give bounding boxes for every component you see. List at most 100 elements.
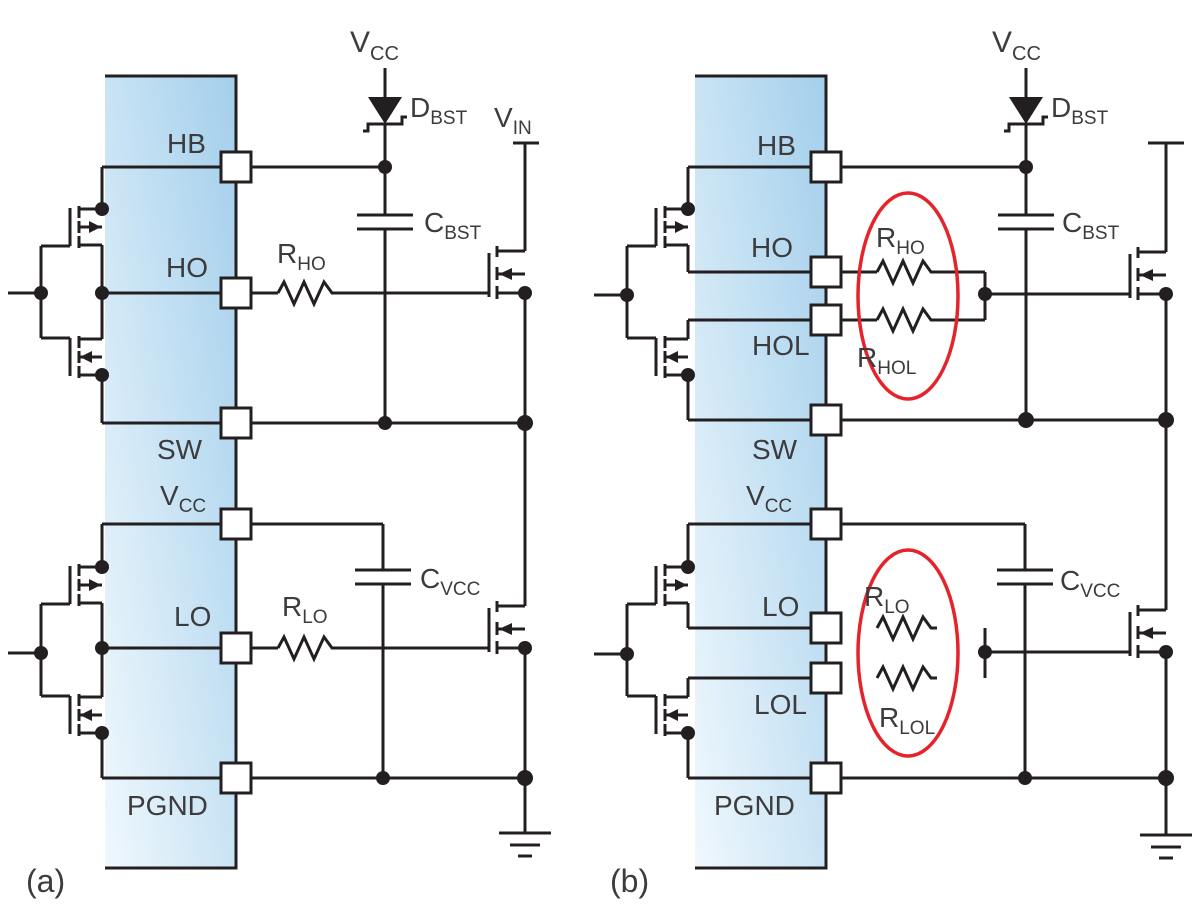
label-dbst-b: DBST	[1051, 92, 1109, 129]
internal-mosfet-high-top-a	[39, 204, 104, 250]
pin-box-pgnd-b	[809, 761, 843, 795]
internal-mosfet-high-bottom-a	[39, 334, 104, 380]
capacitor-cvcc-b	[995, 568, 1055, 586]
resistor-rlo-a	[276, 635, 340, 661]
resistor-rho-b	[875, 259, 939, 285]
pin-label-vcc-b: VCC	[746, 480, 792, 517]
pin-box-lo-a	[219, 631, 253, 665]
internal-mosfet-low-top-a	[39, 562, 104, 608]
label-cvcc-a: CVCC	[420, 563, 480, 600]
resistor-rlol-b	[875, 665, 939, 691]
panel-label-a: (a)	[26, 863, 65, 899]
label-rlol-b: RLOL	[879, 702, 935, 739]
pin-label-pgnd-a: PGND	[127, 790, 208, 821]
ic-body-b	[695, 76, 826, 868]
ic-body-a	[105, 76, 236, 868]
junction-dot	[681, 368, 695, 382]
pin-label-hb-b: HB	[757, 130, 796, 161]
label-rlo-b: RLO	[864, 581, 910, 618]
label-vin-a: VIN	[494, 102, 532, 139]
internal-mosfet-low-bottom-b	[625, 692, 690, 738]
wires-a	[8, 68, 539, 833]
pin-label-pgnd-b: PGND	[714, 790, 795, 821]
junction-dot	[1158, 412, 1174, 428]
ic-body-border-b	[695, 74, 828, 870]
ground-symbol-b	[1138, 833, 1194, 860]
pin-box-sw-b	[809, 403, 843, 437]
pin-box-hb-a	[219, 150, 253, 184]
highlight-ellipse-rho-rhol	[856, 191, 960, 401]
pin-label-lo-a: LO	[174, 601, 211, 632]
junction-dot	[1018, 412, 1034, 428]
junction-dot	[517, 415, 533, 431]
junction-dot	[95, 641, 109, 655]
junction-dots-b	[620, 160, 1174, 786]
internal-mosfet-high-top-b	[625, 204, 690, 250]
pin-label-ho-b: HO	[751, 232, 793, 263]
pin-box-ho-b	[809, 255, 843, 289]
capacitor-cbst-b	[996, 213, 1056, 231]
internal-mosfet-high-bottom-b	[625, 334, 690, 380]
ic-body-border-a	[105, 74, 238, 870]
ground-symbol-a	[497, 831, 553, 858]
panel-a: VCC DBST VIN CBST RHO CVCC RLO HB HO SW …	[8, 26, 553, 899]
junction-dot	[1018, 771, 1032, 785]
pin-box-hb-b	[809, 150, 843, 184]
junction-dot	[34, 286, 48, 300]
pin-box-vcc-b	[809, 507, 843, 541]
pin-label-lol-b: LOL	[754, 689, 807, 720]
junction-dot	[518, 286, 532, 300]
pin-box-ho-a	[219, 276, 253, 310]
internal-mosfet-low-top-b	[625, 562, 690, 608]
pin-label-sw-b: SW	[752, 434, 798, 465]
panel-label-b: (b)	[610, 863, 649, 899]
junction-dot	[681, 560, 695, 574]
junction-dot	[95, 560, 109, 574]
junction-dot	[517, 770, 533, 786]
pin-label-hol-b: HOL	[752, 330, 810, 361]
junction-dot	[95, 726, 109, 740]
junction-dot	[378, 416, 392, 430]
junction-dot	[1019, 160, 1033, 174]
pin-label-lo-b: LO	[762, 591, 799, 622]
junction-dot	[1159, 287, 1173, 301]
label-dbst-a: DBST	[410, 92, 468, 129]
pin-box-pgnd-a	[219, 761, 253, 795]
label-cbst-b: CBST	[1062, 207, 1120, 244]
resistor-rlo-b	[875, 615, 939, 641]
junction-dot	[978, 645, 992, 659]
junction-dot	[1159, 645, 1173, 659]
resistor-rhol-b	[875, 307, 939, 333]
pin-box-lo-b	[809, 611, 843, 645]
highlight-ellipse-rlo-rlol	[856, 548, 960, 758]
junction-dot	[681, 202, 695, 216]
junction-dot	[95, 368, 109, 382]
junction-dot	[376, 771, 390, 785]
junction-dot	[95, 286, 109, 300]
capacitor-cbst-a	[355, 213, 415, 231]
label-rho-b: RHO	[876, 222, 925, 259]
internal-mosfet-low-bottom-a	[39, 692, 104, 738]
resistor-rho-a	[276, 280, 340, 306]
pin-box-hol-b	[809, 303, 843, 337]
pin-box-sw-a	[219, 406, 253, 440]
junction-dot	[620, 288, 634, 302]
label-rlo-a: RLO	[282, 591, 328, 628]
label-cvcc-b: CVCC	[1060, 565, 1120, 602]
junction-dot	[620, 647, 634, 661]
junction-dot	[34, 646, 48, 660]
pin-label-hb-a: HB	[167, 128, 206, 159]
junction-dot	[518, 641, 532, 655]
pin-label-ho-a: HO	[166, 252, 208, 283]
pin-label-vcc-a: VCC	[160, 480, 206, 517]
label-cbst-a: CBST	[424, 207, 482, 244]
capacitor-cvcc-a	[353, 568, 413, 586]
pin-box-vcc-a	[219, 507, 253, 541]
junction-dot	[95, 202, 109, 216]
pin-label-sw-a: SW	[157, 434, 203, 465]
label-rhol-b: RHOL	[857, 342, 916, 379]
pin-box-lol-b	[809, 661, 843, 695]
panel-b: VCC DBST CBST RHO RHOL CVCC RLO RLOL HB …	[594, 26, 1194, 899]
